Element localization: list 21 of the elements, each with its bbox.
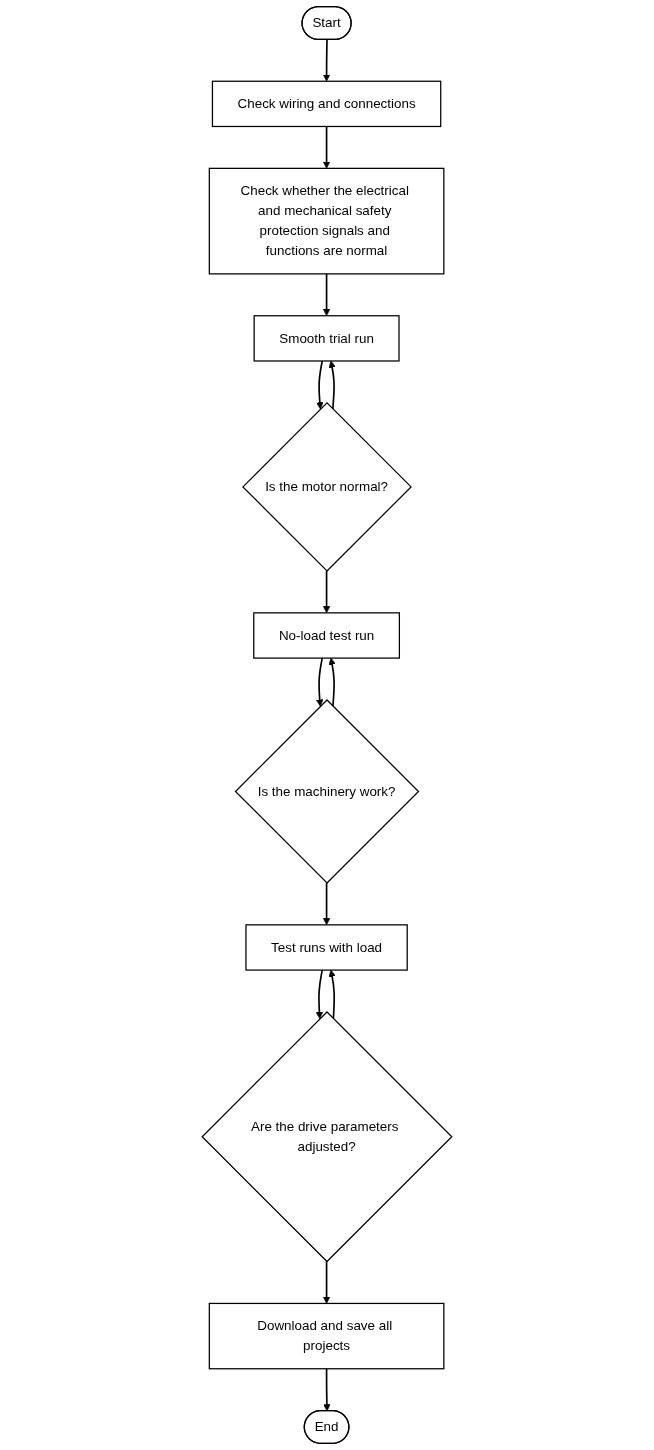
node-box: Check whether the electrical and mechanical safety protection signals and functions are normal — [208, 167, 445, 275]
node-box: No-load test run — [253, 612, 400, 659]
node-box: Check wiring and connections — [211, 80, 442, 128]
node-diamond: Is the motor normal? — [242, 401, 412, 572]
arrow — [316, 657, 324, 707]
arrow — [322, 273, 331, 317]
arrow — [323, 1367, 331, 1412]
arrow — [322, 1260, 331, 1304]
arrow — [322, 570, 331, 614]
arrow — [322, 125, 331, 169]
arrow — [328, 969, 336, 1020]
node-diamond: Are the drive parameters adjusted? — [201, 1011, 453, 1263]
arrow — [316, 360, 324, 410]
arrow — [322, 882, 331, 926]
arrow — [328, 360, 336, 410]
node-box: Download and save all projects — [208, 1302, 445, 1370]
arrow — [315, 969, 324, 1020]
node-box: Smooth trial run — [253, 315, 400, 362]
node-diamond: Is the machinery work? — [234, 699, 420, 884]
node-box: Test runs with load — [245, 924, 408, 971]
arrow — [322, 38, 331, 82]
